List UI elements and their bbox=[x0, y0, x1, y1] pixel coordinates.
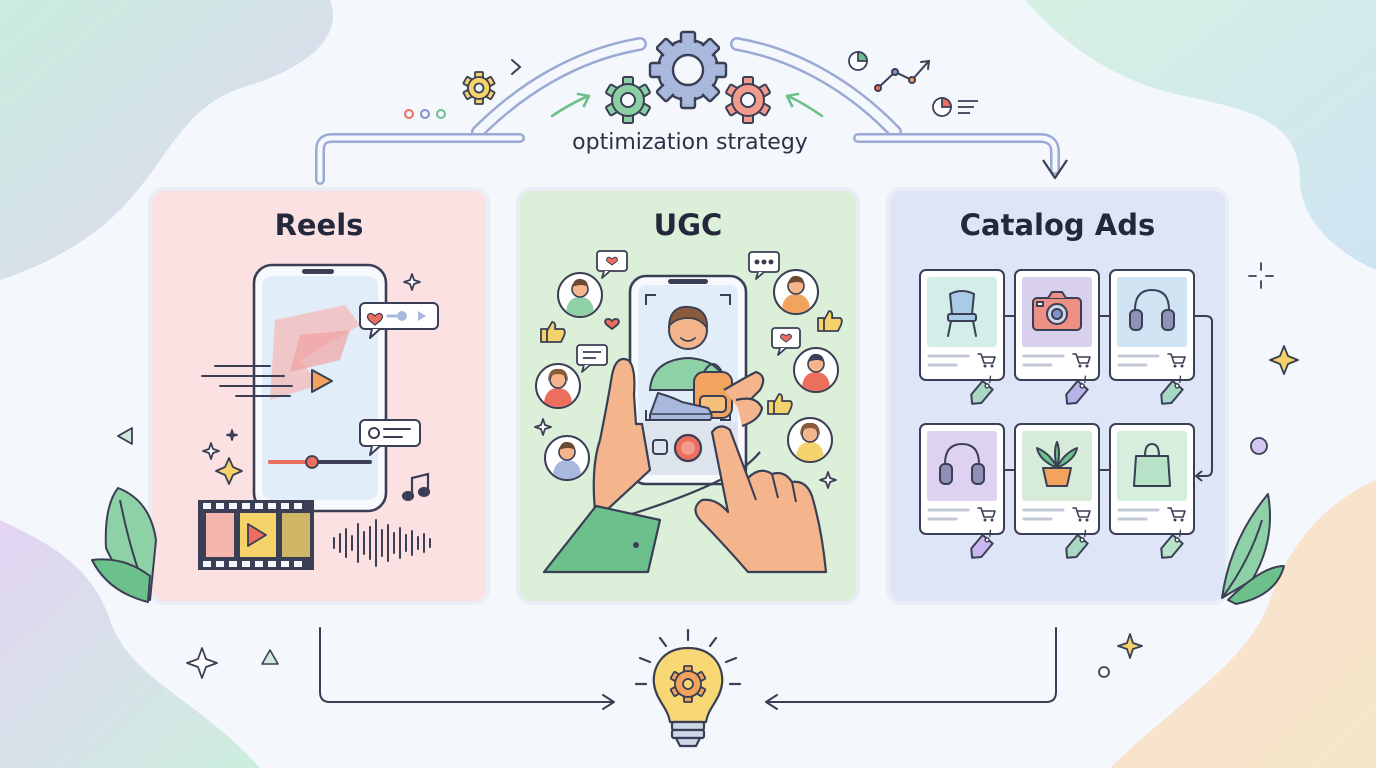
catalog-ads-title: Catalog Ads bbox=[959, 208, 1156, 242]
cart-icon[interactable] bbox=[1072, 353, 1091, 368]
shopping-bag-icon bbox=[1133, 443, 1171, 487]
cart-icon[interactable] bbox=[977, 353, 996, 368]
sparkle-icon bbox=[202, 273, 421, 485]
product-tile[interactable] bbox=[919, 269, 1005, 381]
dot-decoration bbox=[1250, 437, 1268, 455]
sparkle-icon bbox=[534, 418, 552, 436]
thumbs-up-icon bbox=[767, 393, 793, 415]
cart-icon[interactable] bbox=[1167, 353, 1186, 368]
price-tag-icon bbox=[1160, 529, 1184, 559]
play-icon bbox=[311, 369, 333, 393]
gear-icon bbox=[605, 76, 651, 124]
price-tag-icon bbox=[1160, 375, 1184, 405]
headphones-icon bbox=[1129, 289, 1175, 331]
play-icon bbox=[247, 523, 267, 547]
chat-bubble-icon bbox=[596, 250, 628, 279]
sound-wave-icon bbox=[333, 519, 431, 567]
heart-icon bbox=[366, 312, 384, 326]
sneaker-icon bbox=[649, 392, 713, 421]
catalog-connector bbox=[1194, 315, 1213, 482]
chat-bubble-icon bbox=[359, 419, 421, 456]
line-chart-icon bbox=[874, 59, 931, 92]
music-note-icon bbox=[401, 472, 431, 502]
avatar-icon bbox=[787, 417, 833, 463]
heart-icon bbox=[604, 318, 620, 330]
lightbulb-icon bbox=[634, 628, 742, 748]
sparkle-icon bbox=[1269, 345, 1299, 375]
bottom-connector bbox=[319, 627, 1057, 710]
triangle-decoration bbox=[117, 427, 133, 445]
chat-bubble-icon bbox=[771, 327, 801, 356]
product-tile[interactable] bbox=[919, 423, 1005, 535]
pie-chart-icon bbox=[932, 97, 978, 117]
price-tag-icon bbox=[1065, 375, 1089, 405]
avatar-icon bbox=[544, 435, 590, 481]
leaf-decoration bbox=[1221, 493, 1285, 605]
gear-icon bbox=[462, 71, 496, 105]
thumbs-up-icon bbox=[817, 310, 843, 332]
reels-title: Reels bbox=[274, 208, 364, 242]
triangle-decoration bbox=[261, 649, 279, 665]
chevron-right-icon bbox=[511, 59, 522, 75]
chair-icon bbox=[947, 290, 977, 337]
chat-bubble-icon bbox=[576, 344, 608, 373]
camera-icon bbox=[1032, 291, 1082, 331]
sparkle-icon bbox=[819, 471, 837, 489]
ellipsis-dots-icon bbox=[404, 109, 446, 119]
avatar-icon bbox=[535, 363, 581, 409]
price-tag-icon bbox=[970, 375, 994, 405]
crosshair-icon bbox=[1248, 262, 1274, 289]
leaf-decoration bbox=[91, 487, 157, 603]
price-tag-icon bbox=[970, 529, 994, 559]
product-tile[interactable] bbox=[1109, 423, 1195, 535]
cart-icon[interactable] bbox=[977, 507, 996, 522]
product-tile[interactable] bbox=[1014, 423, 1100, 535]
curved-arrow-icon bbox=[550, 92, 591, 118]
product-grid bbox=[919, 269, 1195, 559]
sparkle-icon bbox=[1117, 633, 1143, 659]
product-tile[interactable] bbox=[1014, 269, 1100, 381]
hand-icon bbox=[542, 357, 765, 574]
plant-icon bbox=[1036, 441, 1078, 487]
chat-bubble-icon bbox=[748, 251, 780, 280]
curved-arrow-icon bbox=[785, 92, 824, 118]
gear-icon bbox=[648, 30, 728, 110]
strategy-label: optimization strategy bbox=[572, 130, 808, 155]
ugc-title: UGC bbox=[653, 208, 723, 242]
motion-lines bbox=[201, 365, 293, 397]
dot-decoration bbox=[1098, 666, 1110, 678]
reaction-bubble-icon bbox=[359, 302, 439, 339]
thumbs-up-icon bbox=[540, 321, 566, 343]
product-tile[interactable] bbox=[1109, 269, 1195, 381]
top-connector bbox=[315, 37, 1068, 185]
tile-connectors bbox=[1004, 315, 1110, 471]
film-strip-icon bbox=[198, 500, 314, 570]
cart-icon[interactable] bbox=[1167, 507, 1186, 522]
pointing-hand-icon bbox=[694, 425, 828, 574]
avatar-icon bbox=[793, 347, 839, 393]
sparkle-icon bbox=[186, 647, 218, 679]
avatar-icon bbox=[557, 272, 603, 318]
price-tag-icon bbox=[1065, 529, 1089, 559]
gear-icon bbox=[725, 76, 771, 124]
pie-chart-icon bbox=[848, 51, 868, 71]
headphones-icon bbox=[939, 443, 985, 485]
cart-icon[interactable] bbox=[1072, 507, 1091, 522]
avatar-icon bbox=[773, 269, 819, 315]
